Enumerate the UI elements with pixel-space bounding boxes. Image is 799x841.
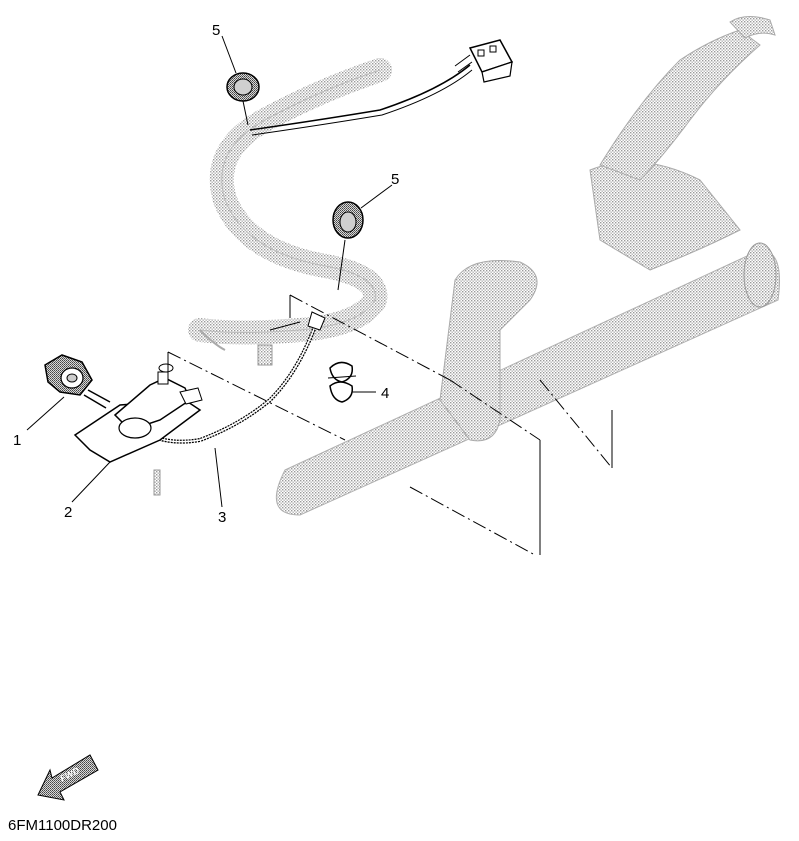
brake-light-switch xyxy=(44,354,111,409)
screw-small xyxy=(199,329,273,366)
switch-bracket xyxy=(73,363,203,496)
cable-clamp xyxy=(327,361,357,403)
forward-arrow-icon: FWD xyxy=(37,754,99,801)
grommet-upper xyxy=(226,72,260,126)
callout-1: 1 xyxy=(13,432,21,449)
reference-lines xyxy=(167,294,613,556)
connector-block xyxy=(454,39,514,83)
callout-3: 3 xyxy=(218,509,226,526)
grommet-lower xyxy=(332,201,364,291)
callout-5-upper: 5 xyxy=(212,22,220,39)
upper-wire xyxy=(249,64,473,136)
wire-harness xyxy=(188,58,392,345)
callout-5-lower: 5 xyxy=(391,171,399,188)
drawing-code: 6FM1100DR200 xyxy=(8,817,117,834)
switch-cable xyxy=(149,311,326,444)
handlebar-assembly xyxy=(275,16,781,516)
callout-2: 2 xyxy=(64,504,72,521)
callout-4: 4 xyxy=(381,385,389,402)
leader-lines xyxy=(26,35,393,508)
